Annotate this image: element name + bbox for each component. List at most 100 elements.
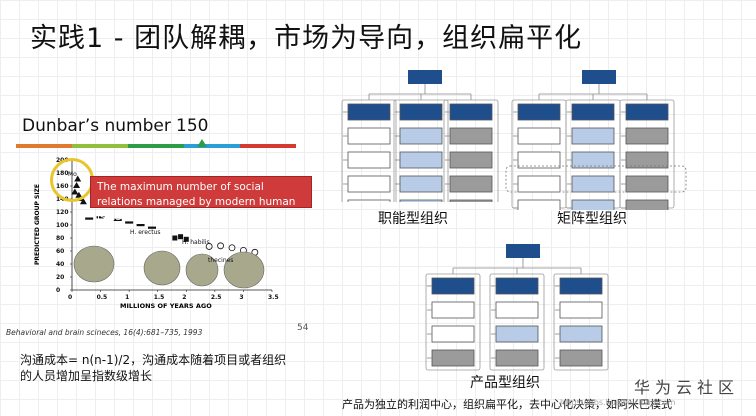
slide-title: 实践1 - 团队解耦，市场为导向，组织扁平化 xyxy=(30,23,583,54)
data-point-circle xyxy=(228,244,236,252)
data-point-square xyxy=(178,234,184,240)
y-tick-label: 100 xyxy=(56,222,69,229)
data-point-square xyxy=(172,235,178,241)
org-unit-box xyxy=(449,151,493,169)
functional-org-label: 职能型组织 xyxy=(378,211,448,227)
org-unit-box xyxy=(431,325,475,343)
y-tick-label: 60 xyxy=(56,248,64,255)
org-unit-box xyxy=(431,301,475,319)
hominid-skull-1 xyxy=(73,245,115,283)
org-column-frame xyxy=(341,99,397,202)
citation: Behavioral and brain scineces, 16(4):681… xyxy=(6,328,203,337)
org-unit-box xyxy=(559,349,603,367)
x-tick-label: 0 xyxy=(68,294,72,301)
y-tick-label: 40 xyxy=(56,261,64,268)
dunbar-value: 150 xyxy=(176,116,209,136)
x-tick-label: 0.5 xyxy=(97,294,108,301)
y-tick-label: 80 xyxy=(56,235,64,242)
org-unit-box xyxy=(625,175,669,193)
y-tick-label: 120 xyxy=(56,209,69,216)
org-unit-box xyxy=(517,127,561,145)
org-unit-box xyxy=(559,325,603,343)
org-unit-box xyxy=(625,199,669,210)
matrix-org-label: 矩阵型组织 xyxy=(557,211,627,227)
y-tick-label: 0 xyxy=(56,287,60,294)
footer-text: 产品为独立的利润中心，组织扁平化，去中心化决策，如阿米巴模式 xyxy=(342,398,672,411)
matrix-dashed-band xyxy=(505,165,687,193)
org-unit-box xyxy=(449,175,493,193)
org-unit-box xyxy=(399,175,443,193)
org-column-frame xyxy=(443,99,499,202)
data-point-dash xyxy=(136,224,145,227)
scale-marker-icon xyxy=(197,139,207,147)
data-point-dash xyxy=(96,216,105,219)
data-point-circle xyxy=(217,242,224,250)
color-segment xyxy=(128,144,184,148)
chart-annotation: H. habilis xyxy=(182,239,210,246)
color-segment xyxy=(16,144,72,148)
data-point-dash xyxy=(85,217,94,220)
color-segment xyxy=(240,144,296,148)
org-unit-box xyxy=(625,127,669,145)
data-point-dash xyxy=(113,218,122,221)
data-point-dash xyxy=(125,221,134,224)
callout-box: The maximum number of social relations m… xyxy=(90,176,312,223)
org-unit-box xyxy=(571,127,615,145)
dunbar-label: Dunbar’s number xyxy=(22,116,171,136)
org-unit-box xyxy=(495,325,539,343)
org-unit-box xyxy=(559,301,603,319)
org-column-frame xyxy=(489,273,545,371)
org-unit-box xyxy=(347,103,391,121)
org-unit-box xyxy=(571,175,615,193)
watermark-url: https://bbs.huaweicloud.com xyxy=(560,398,676,407)
org-top-box xyxy=(582,70,616,84)
org-column-frame xyxy=(553,273,609,371)
product-org-diagram xyxy=(425,244,609,371)
org-unit-box xyxy=(495,301,539,319)
chart-annotation: thecines xyxy=(208,257,233,264)
data-point-triangle xyxy=(79,198,87,205)
org-unit-box xyxy=(399,151,443,169)
color-scale-bar xyxy=(16,144,296,148)
hominid-skull-4 xyxy=(223,251,265,289)
data-point-circle xyxy=(205,243,213,250)
chart-y-label: PREDICTED GROUP SIZE xyxy=(34,184,41,265)
highlight-circle xyxy=(50,158,94,202)
x-tick-label: 1.5 xyxy=(154,294,165,301)
org-unit-box xyxy=(495,349,539,367)
org-unit-box xyxy=(449,127,493,145)
y-tick-label: 20 xyxy=(56,274,64,281)
org-unit-box xyxy=(399,199,443,202)
data-point-dash xyxy=(148,226,156,229)
x-tick-label: 3.5 xyxy=(268,294,279,301)
color-segment xyxy=(72,144,128,148)
product-org-label: 产品型组织 xyxy=(470,375,540,391)
x-tick-label: 3 xyxy=(239,294,243,301)
org-unit-box xyxy=(347,151,391,169)
org-unit-box xyxy=(559,277,603,295)
org-column-frame xyxy=(425,273,481,371)
color-segment xyxy=(184,144,240,148)
hominid-skull-3 xyxy=(185,253,219,287)
org-unit-box xyxy=(517,103,561,121)
chart-x-label: MILLIONS OF YEARS AGO xyxy=(120,302,212,310)
matrix-org-diagram xyxy=(505,70,687,210)
org-unit-box xyxy=(571,103,615,121)
org-unit-box xyxy=(517,175,561,193)
chart-annotation: H. erectus xyxy=(130,229,161,236)
org-column-frame xyxy=(393,99,449,202)
org-unit-box xyxy=(347,199,391,202)
org-unit-box xyxy=(517,199,561,210)
hominid-skull-2 xyxy=(143,250,181,286)
watermark: 华为云社区 xyxy=(634,378,740,397)
org-top-box xyxy=(408,70,442,84)
org-unit-box xyxy=(399,127,443,145)
x-tick-label: 2 xyxy=(182,294,186,301)
org-top-box xyxy=(506,244,540,258)
page-number: 54 xyxy=(297,323,309,333)
org-unit-box xyxy=(347,127,391,145)
org-unit-box xyxy=(347,175,391,193)
x-tick-label: 1 xyxy=(125,294,129,301)
org-unit-box xyxy=(431,349,475,367)
org-unit-box xyxy=(495,277,539,295)
